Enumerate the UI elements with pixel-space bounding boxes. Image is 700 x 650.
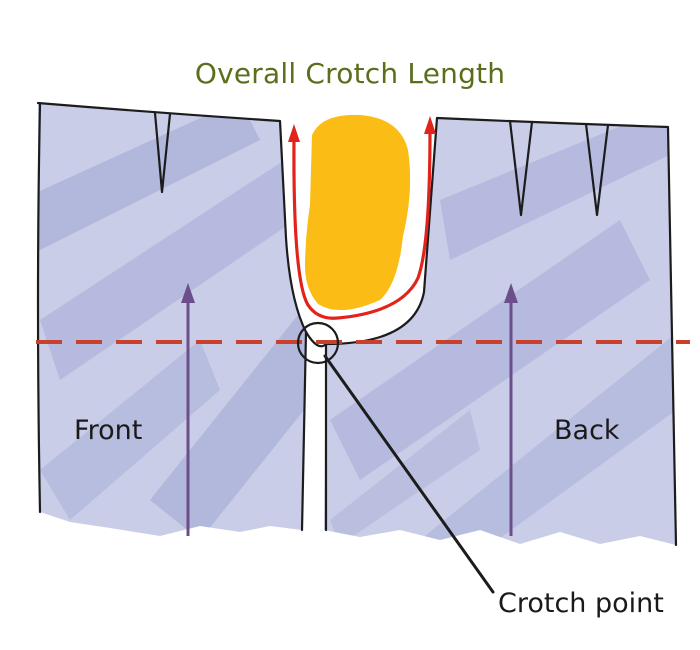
back-panel xyxy=(324,116,678,547)
crotch-fill xyxy=(304,114,411,311)
crotch-point-marker xyxy=(296,321,340,365)
crotch-point-leader xyxy=(323,354,495,594)
back-panel-shading xyxy=(330,118,676,545)
back-label: Back xyxy=(554,415,620,446)
front-dart xyxy=(153,111,172,194)
crotch-seam xyxy=(304,330,328,348)
front-arrowhead xyxy=(288,124,300,142)
back-arrowhead xyxy=(424,116,436,134)
back-panel-fill xyxy=(324,118,676,545)
back-panel-outline xyxy=(324,116,678,547)
diagram-title: Overall Crotch Length xyxy=(194,57,506,90)
front-panel xyxy=(36,101,308,536)
front-label: Front xyxy=(74,415,143,446)
back-grain-arrow xyxy=(504,283,518,536)
front-grain-arrow xyxy=(181,283,195,536)
front-panel-outline xyxy=(36,101,308,532)
front-panel-shading xyxy=(38,103,306,536)
back-dart-1 xyxy=(508,119,534,217)
back-dart-2 xyxy=(584,122,610,217)
crotch-length-curve xyxy=(288,116,436,320)
crotch-point-label: Crotch point xyxy=(498,588,664,619)
